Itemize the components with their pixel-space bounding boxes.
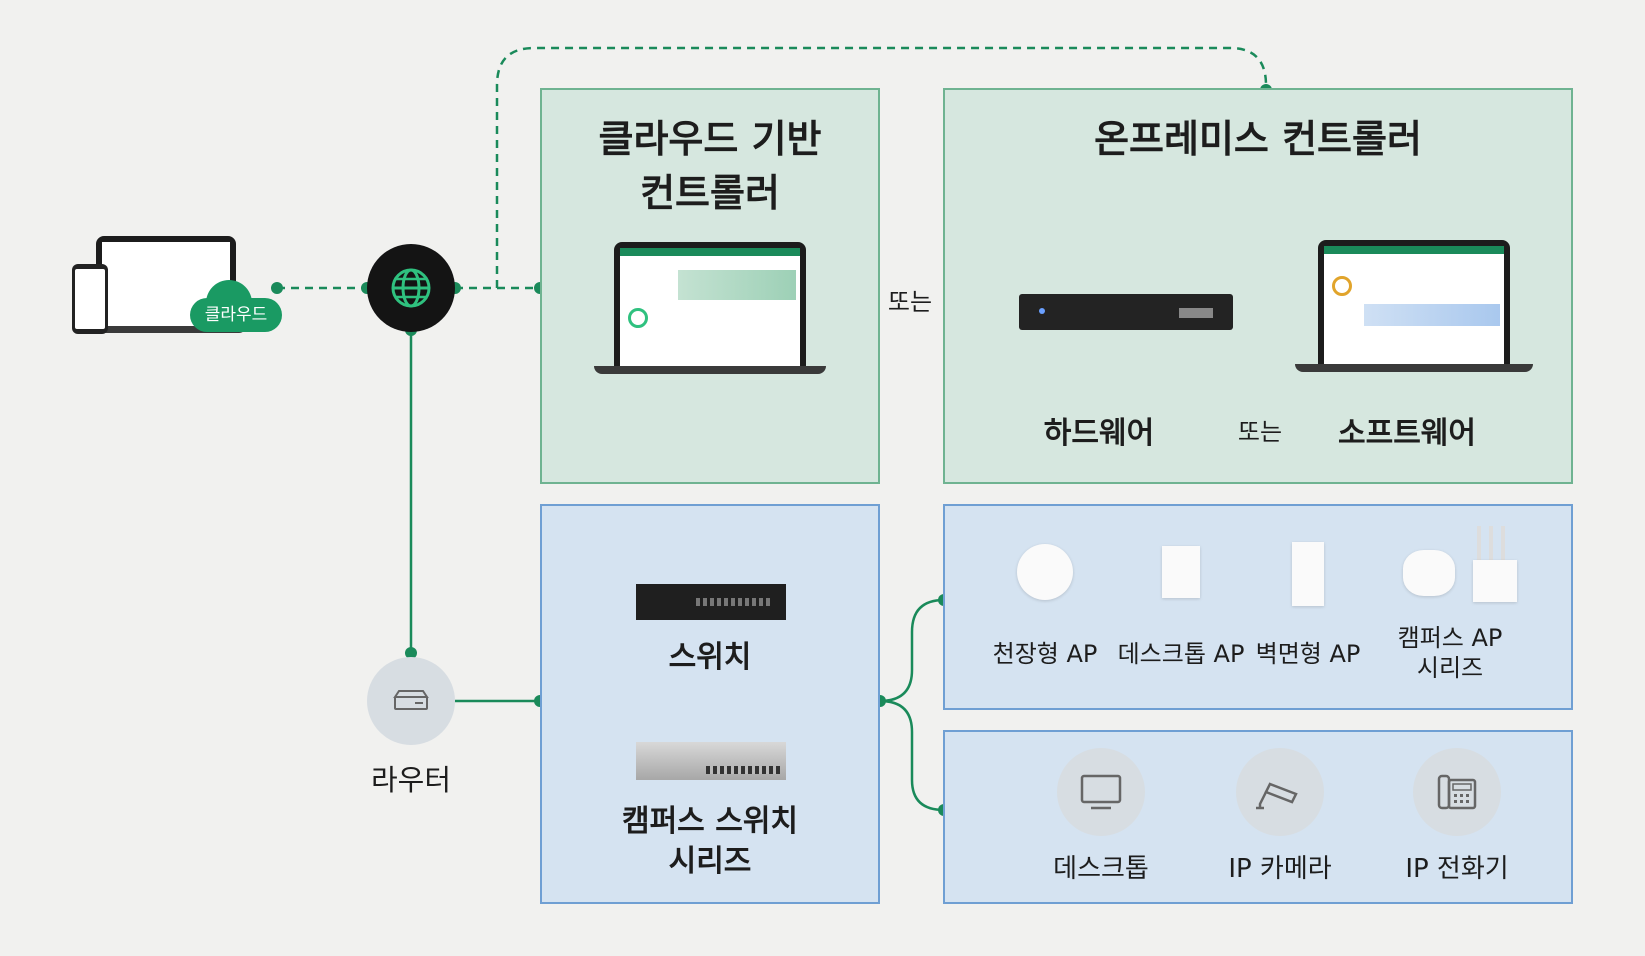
cloud-controller-title-line2: 컨트롤러: [640, 171, 780, 215]
endpoints-panel: 데스크톱 IP 카메라 IP 전화기: [943, 730, 1573, 904]
switches-panel: 스위치 캠퍼스 스위치 시리즈: [540, 504, 880, 904]
campus-ap-device: [1403, 550, 1455, 596]
onprem-or-label: 또는: [1237, 418, 1283, 446]
router-icon: [393, 690, 429, 710]
wall-ap-label: 벽면형 AP: [1255, 640, 1361, 668]
switch-device: [636, 584, 786, 620]
desktop-ap-device: [1162, 546, 1200, 598]
link-switch-endpoints: [879, 699, 945, 812]
campus-ap-label-line2: 시리즈: [1416, 654, 1484, 682]
cloud-badge: 클라우드: [190, 280, 282, 332]
globe-icon: [391, 268, 431, 308]
switch-label: 스위치: [668, 640, 752, 675]
campus-ap-label-line1: 캠퍼스 AP: [1397, 624, 1503, 652]
cloud-controller-panel: 클라우드 기반 컨트롤러: [540, 88, 880, 484]
ceiling-ap-label: 천장형 AP: [992, 640, 1098, 668]
outdoor-ap-device: [1473, 526, 1517, 602]
ip-phone-label: IP 전화기: [1405, 854, 1509, 884]
phone-icon: [1437, 774, 1477, 810]
campus-switch-label-line1: 캠퍼스 스위치: [621, 804, 799, 839]
desktop-ap-label: 데스크톱 AP: [1117, 640, 1245, 668]
internet-node: [367, 244, 455, 332]
ip-camera-label: IP 카메라: [1228, 854, 1332, 884]
ip-phone-endpoint: [1413, 748, 1501, 836]
onprem-title: 온프레미스 컨트롤러: [1094, 117, 1422, 161]
router-node: [367, 657, 455, 745]
or-label-main: 또는: [887, 288, 933, 316]
dot: [405, 647, 417, 659]
router-label: 라우터: [370, 763, 452, 797]
camera-icon: [1256, 782, 1298, 810]
software-controller-laptop: [1318, 240, 1510, 364]
wall-ap-device: [1292, 542, 1324, 606]
ip-camera-endpoint: [1236, 748, 1324, 836]
campus-switch-label-line2: 시리즈: [668, 844, 752, 879]
ceiling-ap-device: [1017, 544, 1073, 600]
cloud-controller-laptop: [614, 242, 806, 366]
hardware-label: 하드웨어: [1043, 416, 1155, 451]
desktop-label: 데스크톱: [1053, 854, 1149, 884]
access-points-panel: 천장형 AP 데스크톱 AP 벽면형 AP 캠퍼스 AP 시리즈: [943, 504, 1573, 710]
monitor-icon: [1080, 774, 1122, 810]
cloud-controller-title-line1: 클라우드 기반: [598, 117, 822, 161]
desktop-endpoint: [1057, 748, 1145, 836]
client-phone: [72, 264, 108, 334]
software-label: 소프트웨어: [1338, 416, 1476, 451]
hardware-controller-device: [1019, 294, 1233, 330]
onprem-controller-panel: 온프레미스 컨트롤러 하드웨어 또는 소프트웨어: [943, 88, 1573, 484]
dot: [271, 282, 283, 294]
link-switch-aps: [879, 598, 945, 703]
cloud-badge-label: 클라우드: [204, 305, 268, 325]
cloud-client-devices: 클라우드: [72, 236, 282, 341]
campus-switch-device: [636, 742, 786, 780]
